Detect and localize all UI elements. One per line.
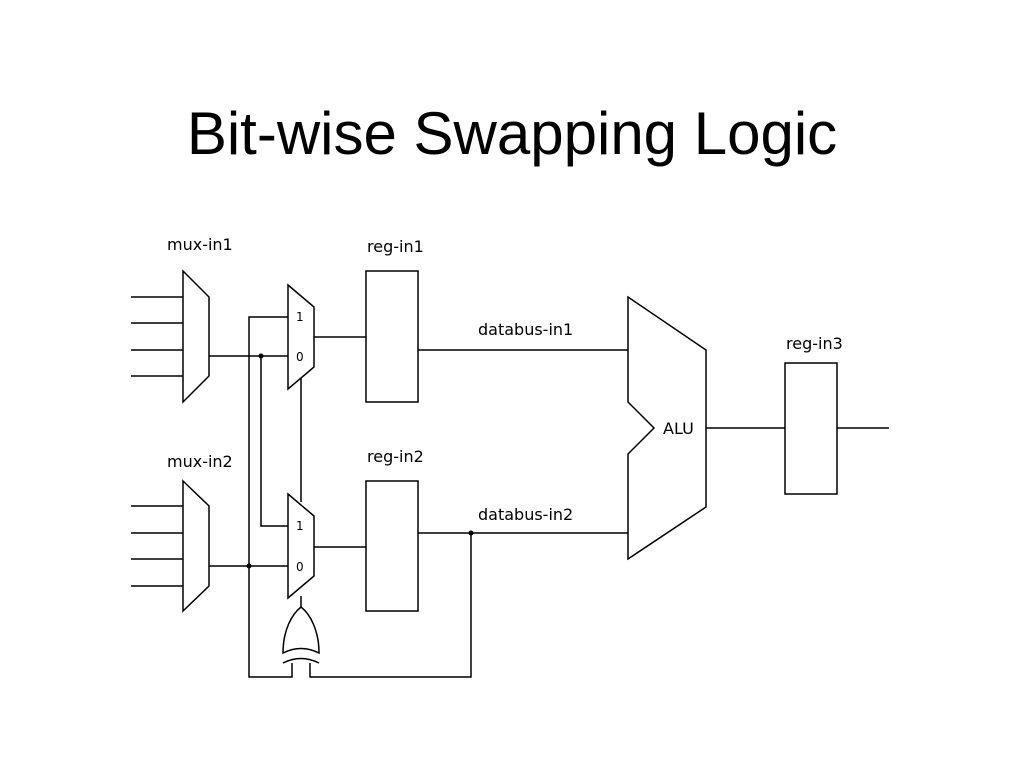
sel-mux-1-input-1-label: 1 <box>296 310 304 324</box>
reg-in2-block <box>365 480 419 612</box>
mux-in2-label: mux-in2 <box>167 452 233 471</box>
sel-mux-2-input-0-label: 0 <box>296 560 304 574</box>
databus-in2-label: databus-in2 <box>478 505 573 524</box>
reg-in2-label: reg-in2 <box>367 447 424 466</box>
mux-in1-label: mux-in1 <box>167 235 233 254</box>
slide-title: Bit-wise Swapping Logic <box>186 100 838 167</box>
sel-mux-2-input-1-label: 1 <box>296 519 304 533</box>
reg-in3-block <box>784 362 838 495</box>
alu-block: ALU <box>627 295 707 561</box>
sel-mux-1-input-0-label: 0 <box>296 350 304 364</box>
databus-in1-label: databus-in1 <box>478 320 573 339</box>
wires <box>131 296 889 678</box>
mux-in2-block <box>182 479 210 613</box>
selector-mux-2: 1 0 <box>287 492 315 600</box>
junction-dots <box>246 353 474 569</box>
reg-in3-label: reg-in3 <box>786 334 843 353</box>
reg-in1-block <box>365 270 419 403</box>
xor-gate <box>282 606 320 664</box>
alu-label: ALU <box>663 419 694 438</box>
mux-in1-block <box>182 269 210 404</box>
reg-in1-label: reg-in1 <box>367 237 424 256</box>
selector-mux-1: 1 0 <box>287 283 315 391</box>
